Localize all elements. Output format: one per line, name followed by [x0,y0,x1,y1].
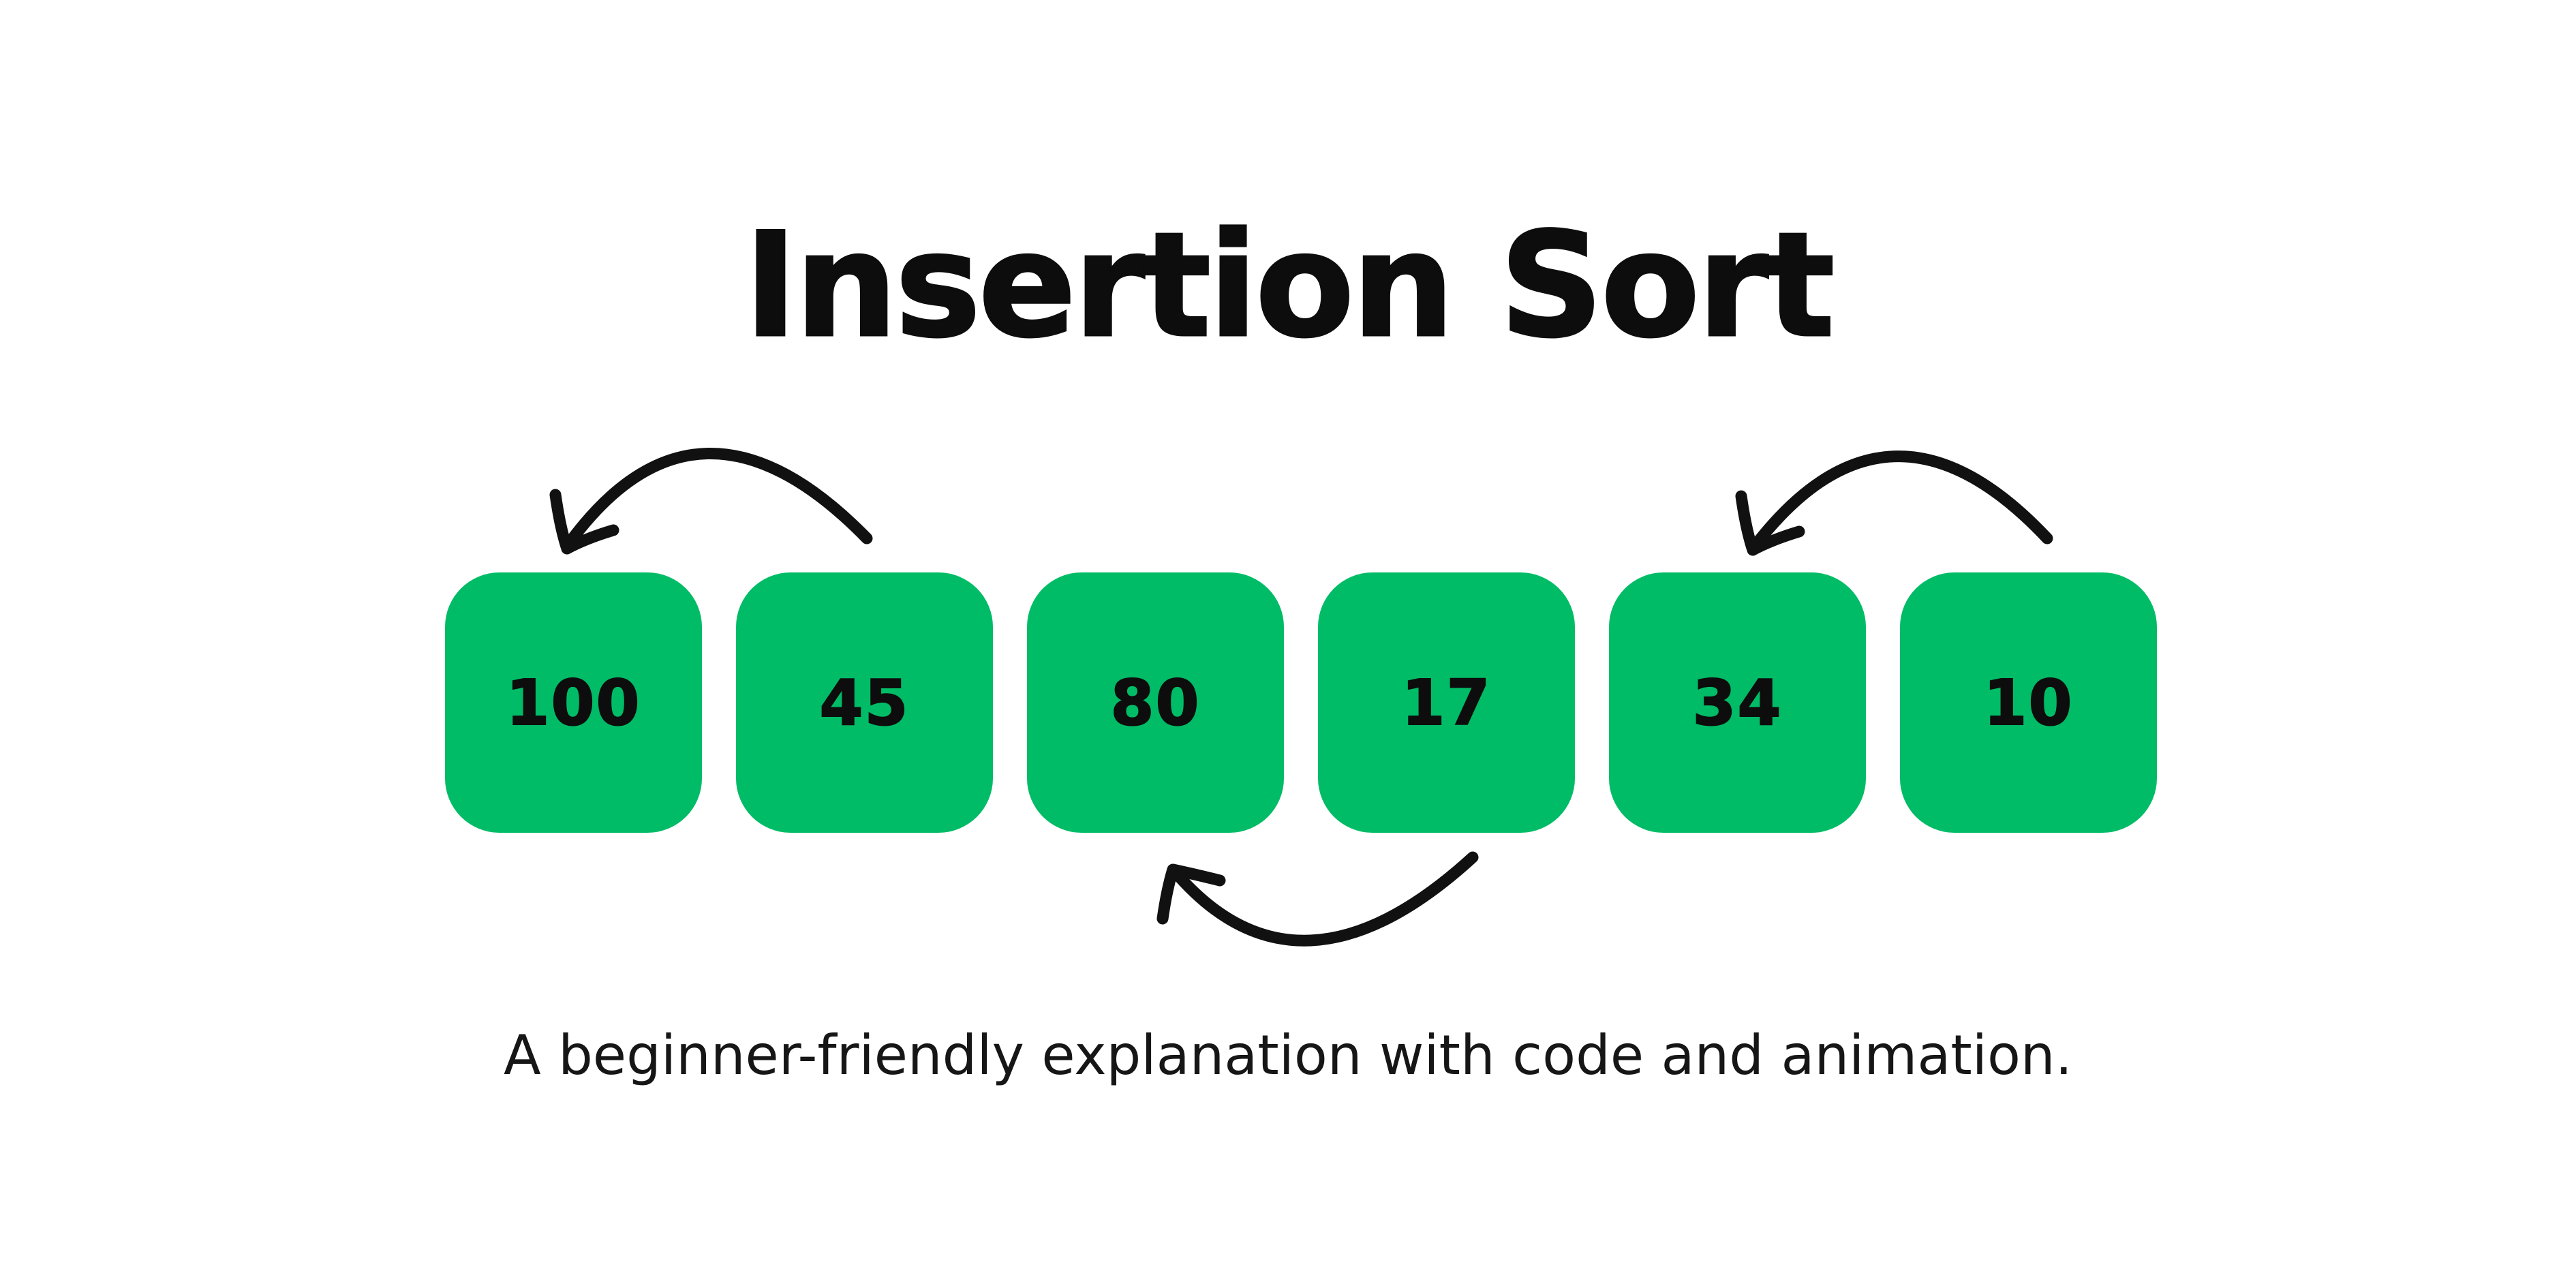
array-value: 34 [1691,666,1783,740]
swap-arrow-45-to-100-icon [549,448,873,555]
array-box: 10 [1900,572,2157,833]
array-value: 10 [1982,666,2074,740]
page-title: Insertion Sort [743,200,1836,371]
swap-arrow-17-to-80-icon [1156,851,1479,947]
array-box: 80 [1027,572,1284,833]
swap-arrow-10-to-34-icon [1735,450,2053,556]
array-box: 17 [1318,572,1575,833]
array-box: 100 [445,572,702,833]
array-box: 34 [1609,572,1866,833]
array-value: 100 [505,666,641,740]
array-value: 45 [818,666,910,740]
subtitle: A beginner-friendly explanation with cod… [503,1024,2073,1087]
array-value: 17 [1400,666,1492,740]
array-value: 80 [1109,666,1201,740]
array-row: 100 45 80 17 34 10 [445,572,2157,833]
array-box: 45 [736,572,993,833]
